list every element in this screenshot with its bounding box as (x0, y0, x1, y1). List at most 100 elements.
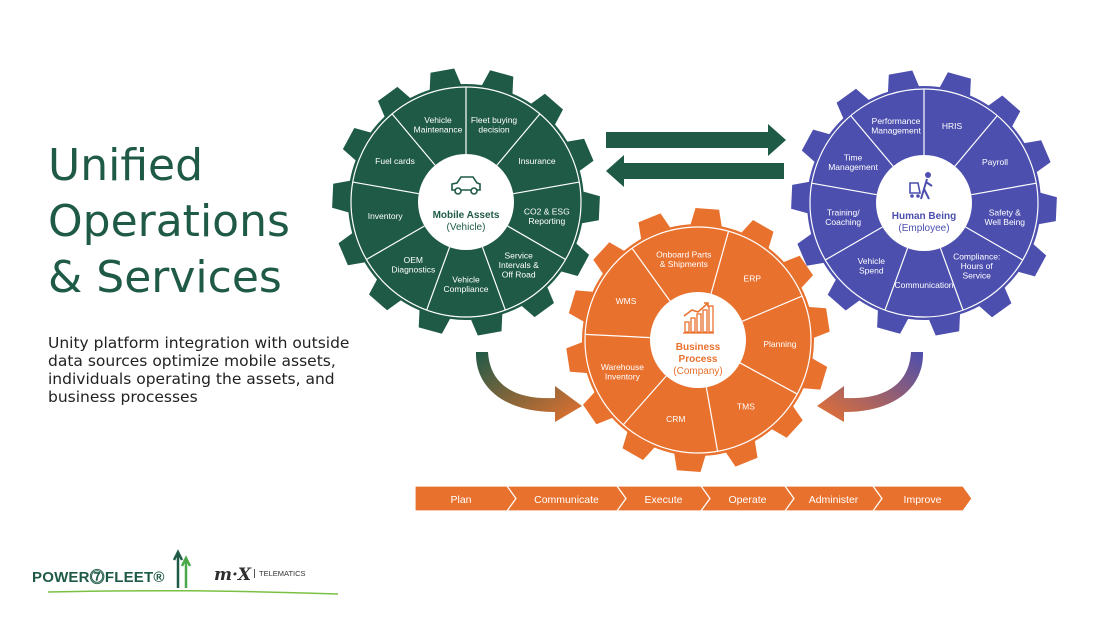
segment-label: HRIS (942, 121, 963, 131)
segment-divider (481, 246, 506, 311)
process-step-label: Plan (450, 494, 471, 506)
description-line-2: data sources optimize mobile assets, (48, 352, 336, 370)
segment-divider (366, 225, 425, 261)
segment-label: Payroll (982, 157, 1008, 167)
segment-label-line: Intervals & (499, 260, 539, 270)
segment-divider (496, 113, 541, 166)
gear-ring (584, 226, 812, 454)
segment-label-line: Warehouse (601, 362, 644, 372)
segment-divider (391, 113, 436, 166)
segment-label: Planning (763, 339, 796, 349)
arrow-right (606, 124, 786, 156)
segment-label-line: Off Road (502, 269, 536, 279)
segment-divider (884, 247, 909, 311)
description-line-3: individuals operating the assets, and (48, 370, 335, 388)
segment-divider (513, 181, 580, 195)
segment-divider (954, 115, 998, 167)
growth-chart-icon (683, 302, 714, 334)
telematics-wordmark: TELEMATICS (254, 569, 306, 578)
segment-label-line: CRM (666, 414, 685, 424)
segment-label-line: & Shipments (660, 259, 708, 269)
gear-subtitle: (Vehicle) (447, 222, 486, 233)
gear-subtitle: (Employee) (898, 223, 949, 234)
segment-label-line: Management (871, 126, 921, 136)
segment-label-line: WMS (616, 296, 637, 306)
gear-center (418, 154, 514, 250)
segment-label: WMS (616, 296, 637, 306)
segment-label: CRM (666, 414, 685, 424)
logo-graphic (47, 549, 339, 595)
segment-divider (705, 387, 719, 452)
segment-label: Onboard Parts& Shipments (656, 250, 711, 270)
segment-label-line: Management (828, 162, 878, 172)
arrow-left (606, 155, 784, 187)
segment-divider (631, 247, 671, 302)
segment-label: Insurance (518, 156, 556, 166)
segment-divider (507, 225, 566, 261)
gear-title: Business (676, 342, 721, 353)
segment-divider (426, 246, 451, 311)
segment-label-line: Fleet buying (471, 115, 518, 125)
description-line-1: Unity platform integration with outside (48, 334, 350, 352)
segment-label: ERP (744, 274, 762, 284)
process-step-label: Administer (809, 494, 859, 506)
title-line-1: Unified (48, 140, 204, 191)
segment-label: Training/Coaching (825, 208, 861, 228)
gear-center (650, 292, 746, 388)
page-title: Unified Operations & Services (48, 138, 290, 306)
segment-divider (971, 182, 1037, 196)
process-step-label: Operate (729, 494, 767, 506)
gear-title: Mobile Assets (433, 210, 500, 221)
segment-label-line: Compliance (444, 284, 489, 294)
segment-divider (939, 247, 964, 311)
segment-label-line: Safety & (989, 208, 1021, 218)
segment-label-line: Well Being (985, 217, 1026, 227)
gear-center (876, 155, 972, 251)
segment-label-line: Fuel cards (375, 156, 415, 166)
segment-label-line: Onboard Parts (656, 250, 711, 260)
segment-label-line: Hours of (961, 261, 994, 271)
segment-label-line: Service (963, 270, 992, 280)
segment-label-line: Spend (859, 266, 884, 276)
segment-label-line: CO2 & ESG (524, 207, 570, 217)
segment-divider (710, 231, 730, 294)
segment-label-line: Vehicle (858, 256, 886, 266)
title-line-2: Operations (48, 196, 290, 247)
segment-label-line: Vehicle (452, 274, 480, 284)
segment-label-line: TMS (737, 402, 755, 412)
segment-label: TMS (737, 402, 755, 412)
segment-label-line: Inventory (605, 372, 641, 382)
title-line-3: & Services (48, 252, 282, 303)
segment-label-line: Training/ (827, 208, 860, 218)
segment-label-line: Planning (763, 339, 796, 349)
segment-label-line: Compliance: (953, 251, 1000, 261)
curved-arrow-left (475, 352, 582, 422)
segment-divider (585, 333, 651, 339)
mix-wordmark: m·X (214, 565, 252, 585)
segment-divider (739, 362, 798, 395)
segment-label-line: ERP (744, 274, 762, 284)
segment-label-line: Maintenance (414, 125, 463, 135)
segment-label: Fuel cards (375, 156, 415, 166)
segment-label-line: Time (844, 152, 863, 162)
segment-label-line: Diagnostics (391, 265, 435, 275)
powerfleet-wordmark: POWER⓻FLEET® (32, 569, 165, 586)
segment-label-line: OEM (404, 255, 423, 265)
process-step-label: Execute (645, 494, 683, 506)
segment-label-line: HRIS (942, 121, 963, 131)
gear-subtitle: (Company) (673, 366, 722, 377)
segment-label-line: Performance (872, 116, 921, 126)
segment-divider (850, 115, 894, 167)
segment-label-line: Vehicle (424, 115, 452, 125)
segment-label-line: Reporting (528, 216, 565, 226)
